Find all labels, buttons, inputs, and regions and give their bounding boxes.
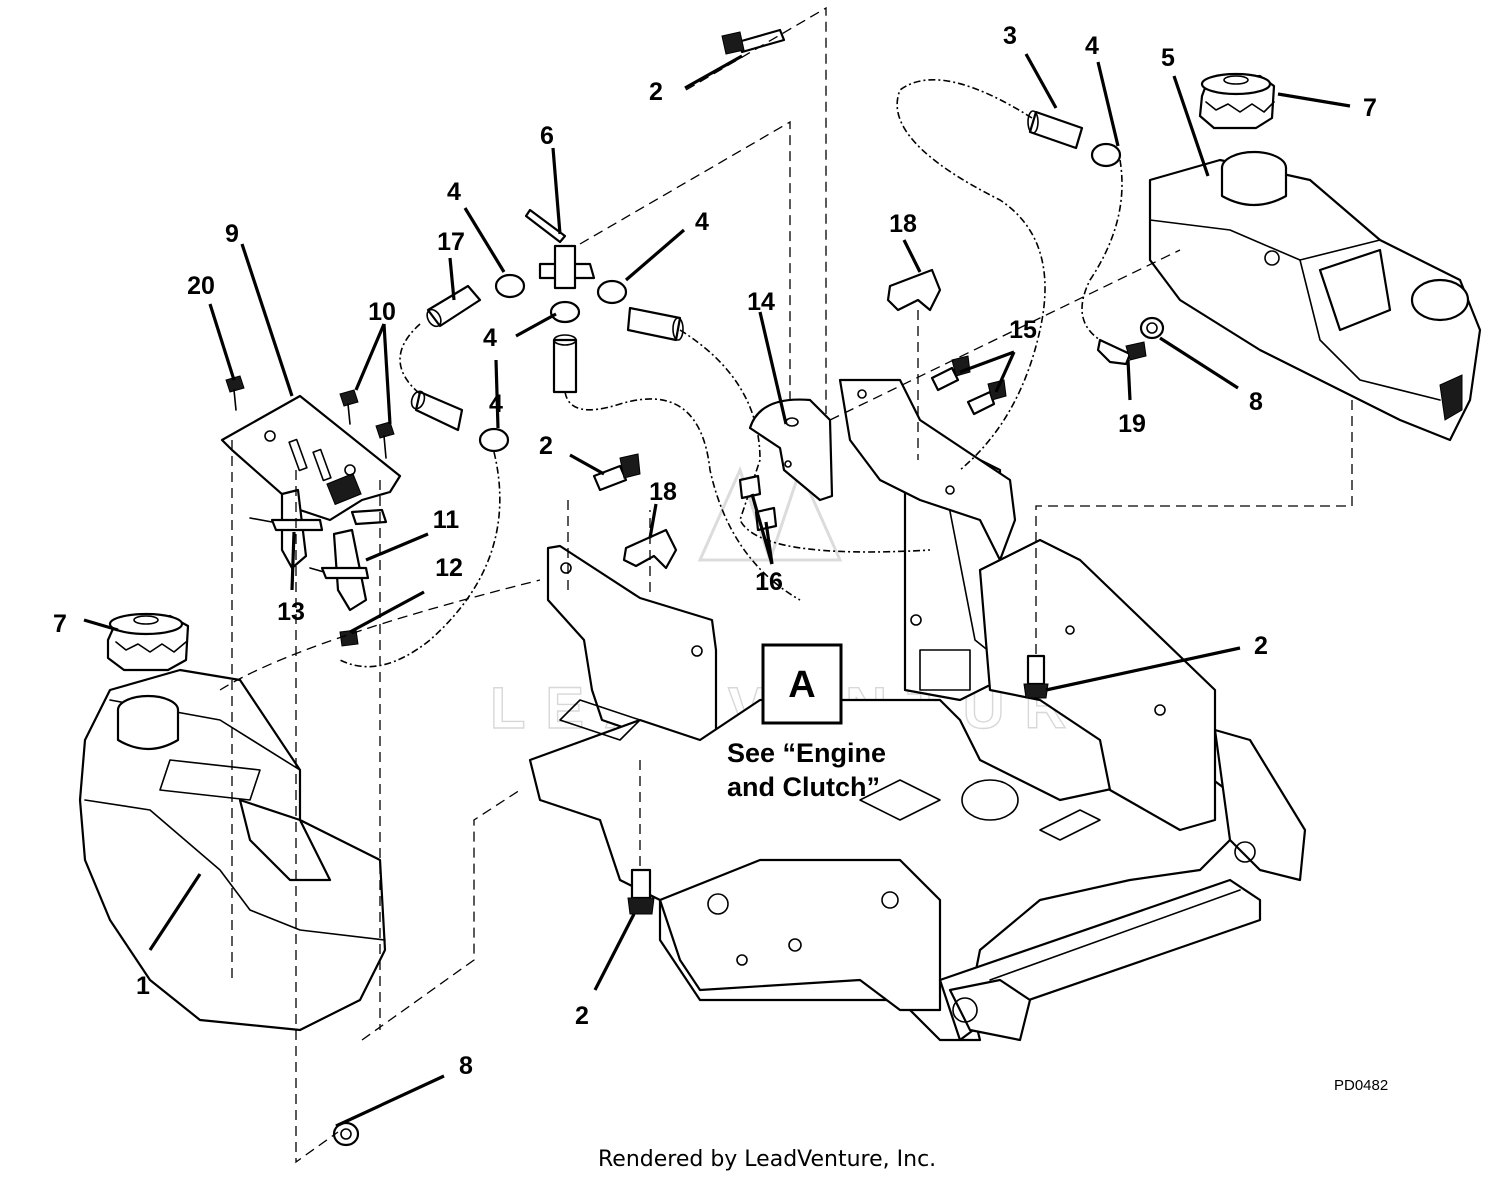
callout-2: 2 <box>1254 632 1268 660</box>
callout-19: 19 <box>1118 410 1146 438</box>
callout-12: 12 <box>435 554 463 582</box>
bolt-2-mid <box>592 453 641 492</box>
fuel-tank-right <box>1148 150 1482 442</box>
callout-20: 20 <box>187 272 215 300</box>
callout-4: 4 <box>1085 32 1099 60</box>
fasteners <box>332 28 1165 1147</box>
fuel-lines <box>339 79 1123 668</box>
callout-10: 10 <box>368 298 396 326</box>
callout-17: 17 <box>437 228 465 256</box>
callout-16: 16 <box>755 568 783 596</box>
callout-5: 5 <box>1161 44 1175 72</box>
callout-4: 4 <box>483 324 497 352</box>
leader-lines <box>83 53 1351 1128</box>
reference-box: A See “Engine and Clutch” <box>727 643 886 802</box>
reference-line-1: See “Engine <box>727 738 886 768</box>
fuel-cap-right <box>1198 72 1276 130</box>
callout-8: 8 <box>1249 388 1263 416</box>
fitting-19 <box>1096 338 1147 366</box>
callout-4: 4 <box>489 390 503 418</box>
callout-2: 2 <box>575 1002 589 1030</box>
callout-9: 9 <box>225 220 239 248</box>
callout-4: 4 <box>695 208 709 236</box>
callout-8: 8 <box>459 1052 473 1080</box>
nut-16a <box>738 474 762 500</box>
callout-labels: 1 2 2 2 2 3 4 4 4 4 5 6 7 7 8 8 9 10 11 … <box>53 22 1377 1080</box>
screw-10a <box>339 389 359 425</box>
drawing-code: PD0482 <box>1334 1077 1388 1094</box>
screw-20 <box>225 375 245 411</box>
callout-2: 2 <box>649 78 663 106</box>
bracket-14 <box>748 398 834 502</box>
grommet-8-right <box>1139 316 1165 340</box>
callout-7: 7 <box>53 610 67 638</box>
clip-18-lower <box>622 528 678 570</box>
callout-6: 6 <box>540 122 554 150</box>
assembly-lines <box>219 6 1353 1164</box>
bolt-2-bottom <box>627 868 655 915</box>
callout-15: 15 <box>1009 316 1037 344</box>
callout-2: 2 <box>539 432 553 460</box>
callout-1: 1 <box>136 972 150 1000</box>
clip-18-upper <box>886 268 942 312</box>
credit-line: Rendered by LeadVenture, Inc. <box>598 1147 936 1172</box>
callout-18: 18 <box>649 478 677 506</box>
screw-10b <box>375 421 395 459</box>
screws-10-20 <box>225 375 395 459</box>
callout-4: 4 <box>447 178 461 206</box>
callout-11: 11 <box>433 506 460 534</box>
bolt-2-top <box>721 28 786 55</box>
bolt-15a <box>930 355 971 392</box>
callout-13: 13 <box>277 598 305 626</box>
reference-line-2: and Clutch” <box>727 772 880 802</box>
frame-assembly <box>528 378 1307 1042</box>
callout-18: 18 <box>889 210 917 238</box>
reference-letter: A <box>788 664 815 706</box>
callout-3: 3 <box>1003 22 1017 50</box>
fuel-cap-left <box>106 612 190 672</box>
bolt-2-right <box>1023 654 1049 699</box>
valve-panel-assembly <box>220 394 402 647</box>
callout-7: 7 <box>1363 94 1377 122</box>
callout-14: 14 <box>747 288 775 316</box>
